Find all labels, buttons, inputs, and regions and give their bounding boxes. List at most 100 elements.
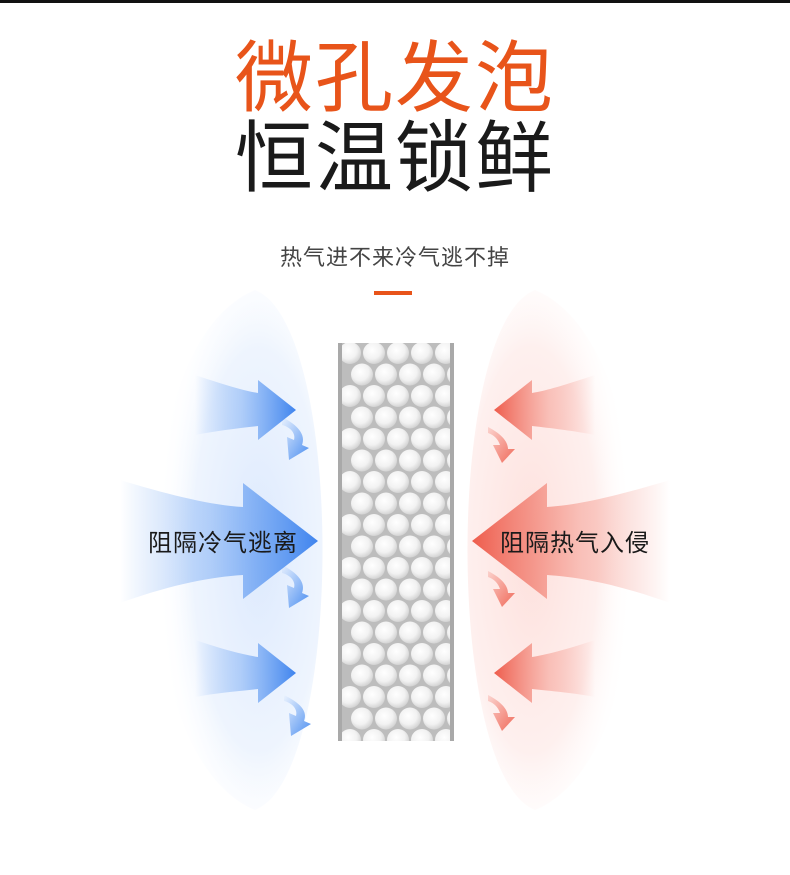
foam-bead xyxy=(363,686,385,708)
foam-bead xyxy=(435,600,452,622)
foam-bead xyxy=(435,385,452,407)
foam-bead xyxy=(351,449,373,472)
foam-bead xyxy=(351,621,373,644)
red-small-arrow-3 xyxy=(488,695,515,731)
foam-bead xyxy=(423,578,445,601)
foam-bead xyxy=(340,600,361,622)
foam-bead xyxy=(411,600,433,622)
foam-bead xyxy=(340,729,361,741)
foam-bead xyxy=(375,363,397,386)
foam-bead xyxy=(387,428,409,450)
foam-bead xyxy=(411,729,433,741)
foam-bead xyxy=(411,557,433,579)
foam-bead xyxy=(375,406,397,429)
foam-bead xyxy=(351,492,373,515)
foam-bead xyxy=(351,406,373,429)
accent-dash xyxy=(374,291,412,295)
foam-bead xyxy=(340,557,361,579)
foam-bead xyxy=(435,343,452,364)
foam-bead xyxy=(363,428,385,450)
foam-bead xyxy=(423,449,445,472)
foam-bead xyxy=(387,514,409,536)
subtitle: 热气进不来冷气逃不掉 xyxy=(279,246,510,271)
foam-bead xyxy=(411,471,433,493)
foam-bead xyxy=(340,471,361,493)
foam-bead xyxy=(435,471,452,493)
foam-bead xyxy=(363,514,385,536)
foam-bead xyxy=(435,428,452,450)
foam-bead xyxy=(340,514,361,536)
foam-bead xyxy=(340,343,361,364)
foam-bead xyxy=(399,664,421,687)
foam-bead xyxy=(423,363,445,386)
foam-bead xyxy=(363,385,385,407)
foam-bead xyxy=(399,363,421,386)
foam-bead xyxy=(435,686,452,708)
foam-bead xyxy=(423,664,445,687)
foam-bead xyxy=(375,449,397,472)
foam-bead xyxy=(399,578,421,601)
foam-bead xyxy=(399,449,421,472)
foam-bead xyxy=(375,578,397,601)
foam-bead xyxy=(411,343,433,364)
red-small-arrow-1 xyxy=(488,427,515,463)
foam-bead xyxy=(411,643,433,665)
foam-bead xyxy=(387,343,409,364)
foam-bead xyxy=(375,492,397,515)
foam-bead xyxy=(351,664,373,687)
foam-bead xyxy=(423,406,445,429)
foam-panel xyxy=(338,343,454,741)
foam-bead xyxy=(387,686,409,708)
blue-small-arrow-2 xyxy=(282,565,309,608)
foam-bead xyxy=(363,600,385,622)
red-arrow-bottom xyxy=(494,640,595,703)
foam-bead xyxy=(399,621,421,644)
foam-bead xyxy=(435,557,452,579)
foam-bead xyxy=(363,557,385,579)
foam-bead xyxy=(411,686,433,708)
foam-bead xyxy=(375,535,397,558)
foam-bead xyxy=(435,643,452,665)
blue-arrow-top xyxy=(195,375,296,440)
red-arrow-large xyxy=(472,480,670,603)
headline-primary: 微孔发泡 xyxy=(234,34,555,124)
heat-barrier-label: 阻隔热气入侵 xyxy=(500,529,650,557)
foam-bead xyxy=(351,578,373,601)
foam-bead xyxy=(351,363,373,386)
foam-bead xyxy=(435,514,452,536)
foam-bead xyxy=(423,621,445,644)
blue-small-arrow-1 xyxy=(282,417,309,460)
foam-bead xyxy=(399,707,421,730)
foam-bead xyxy=(423,492,445,515)
insulation-diagram xyxy=(120,290,670,810)
foam-bead xyxy=(363,643,385,665)
hot-arrows xyxy=(472,375,670,731)
foam-bead xyxy=(351,535,373,558)
foam-bead xyxy=(411,514,433,536)
foam-bead xyxy=(399,535,421,558)
foam-bead xyxy=(363,729,385,741)
blue-arrow-bottom xyxy=(195,640,296,703)
foam-bead xyxy=(340,385,361,407)
foam-bead xyxy=(399,492,421,515)
red-small-arrow-2 xyxy=(488,571,515,607)
foam-bead xyxy=(423,535,445,558)
foam-bead xyxy=(387,729,409,741)
foam-bead xyxy=(363,471,385,493)
foam-bead xyxy=(387,471,409,493)
blue-arrow-large xyxy=(120,480,318,603)
foam-bead xyxy=(411,428,433,450)
foam-bead xyxy=(399,406,421,429)
blue-small-arrow-3 xyxy=(284,695,311,736)
red-arrow-top xyxy=(494,375,595,440)
foam-bead xyxy=(387,600,409,622)
foam-bead xyxy=(387,643,409,665)
foam-bead xyxy=(375,664,397,687)
cold-arrows xyxy=(120,375,318,736)
foam-bead xyxy=(340,643,361,665)
top-rule xyxy=(0,0,790,3)
foam-bead xyxy=(375,707,397,730)
foam-bead xyxy=(387,557,409,579)
foam-bead xyxy=(363,343,385,364)
foam-bead xyxy=(351,707,373,730)
